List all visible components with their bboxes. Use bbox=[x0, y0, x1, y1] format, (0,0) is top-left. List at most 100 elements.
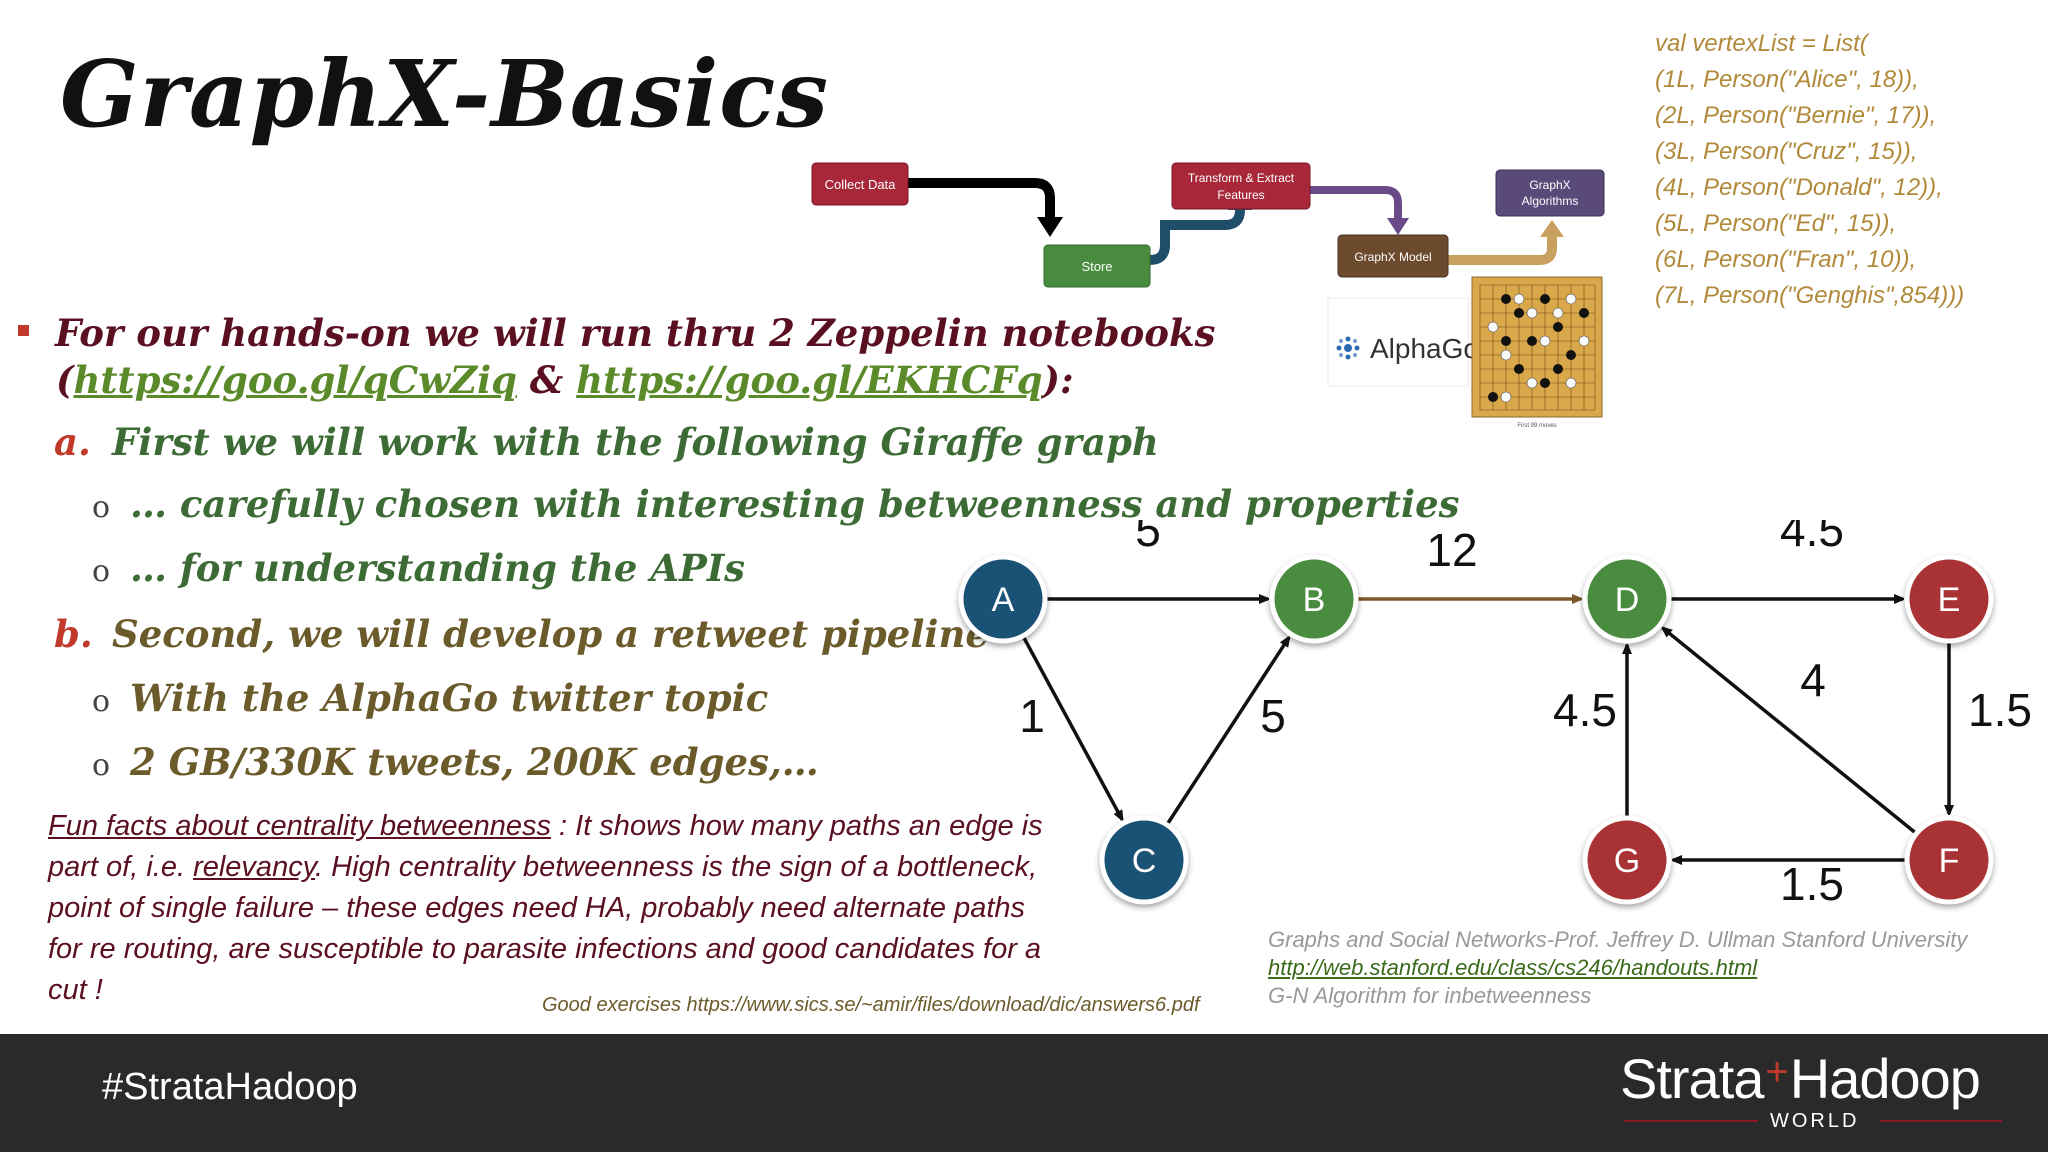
bullet-b-letter: b. bbox=[54, 612, 93, 656]
notebook-link-2[interactable]: https://goo.gl/EKHCFq bbox=[576, 358, 1043, 402]
bullet-b-text: Second, we will develop a retweet pipeli… bbox=[112, 612, 989, 656]
edge-weight-C-B: 5 bbox=[1260, 690, 1286, 742]
credit-line-3: G-N Algorithm for inbetweenness bbox=[1268, 983, 1592, 1008]
graph-credit: Graphs and Social Networks-Prof. Jeffrey… bbox=[1268, 926, 1967, 1010]
pipeline-algorithms-label-1: GraphX bbox=[1529, 178, 1570, 192]
code-line: (2L, Person("Bernie", 17)), bbox=[1655, 102, 1937, 129]
edge-weight-F-D: 4 bbox=[1800, 654, 1826, 706]
sub-marker-icon: o bbox=[92, 684, 111, 719]
edge-weight-G-D: 4.5 bbox=[1553, 684, 1617, 736]
brand-divider-right bbox=[1880, 1120, 2002, 1122]
bullet-main: For our hands-on we will run thru 2 Zepp… bbox=[18, 308, 1215, 358]
alphago-logo-panel bbox=[1327, 297, 1469, 387]
node-D bbox=[1582, 554, 1672, 644]
edge-weight-E-F: 1.5 bbox=[1968, 684, 2032, 736]
bullet-b-sub-2-text: 2 GB/330K tweets, 200K edges,… bbox=[130, 740, 819, 784]
code-line: val vertexList = List( bbox=[1655, 30, 1868, 57]
bullet-a-letter: a. bbox=[54, 420, 91, 464]
node-label-G: G bbox=[1614, 842, 1640, 880]
pipeline-connector bbox=[908, 178, 1055, 220]
bullet-b-sub-1-text: With the AlphaGo twitter topic bbox=[130, 676, 769, 720]
bullet-a-text: First we will work with the following Gi… bbox=[112, 420, 1159, 464]
fun-facts-part2: . High centrality betweenness is the sig… bbox=[48, 851, 1042, 1006]
footer-hashtag: #StrataHadoop bbox=[102, 1066, 358, 1108]
fun-facts-relevancy: relevancy bbox=[193, 851, 316, 883]
bullet-a: a. First we will work with the following … bbox=[54, 420, 1159, 464]
pipeline-collect-label: Collect Data bbox=[825, 177, 897, 192]
code-line: (5L, Person("Ed", 15)), bbox=[1655, 210, 1897, 237]
edge-weight-A-B: 5 bbox=[1135, 520, 1161, 556]
pipeline-algorithms-label-2: Algorithms bbox=[1522, 194, 1579, 208]
node-label-E: E bbox=[1938, 581, 1961, 619]
links-open: ( bbox=[56, 358, 74, 402]
edge-weight-D-E: 4.5 bbox=[1780, 520, 1844, 556]
code-line: (4L, Person("Donald", 12)), bbox=[1655, 174, 1943, 201]
code-line: (1L, Person("Alice", 18)), bbox=[1655, 66, 1919, 93]
edge-F-D bbox=[1663, 628, 1916, 834]
node-E bbox=[1904, 554, 1994, 644]
node-B bbox=[1269, 554, 1359, 644]
sub-marker-icon: o bbox=[92, 490, 111, 525]
brand-plus: + bbox=[1765, 1050, 1788, 1094]
code-block: val vertexList = List( (1L, Person("Alic… bbox=[1655, 26, 1964, 314]
go-board-caption: First 99 moves bbox=[1517, 423, 1556, 429]
code-line: (7L, Person("Genghis",854))) bbox=[1655, 282, 1965, 309]
links-close: ): bbox=[1042, 358, 1074, 402]
edge-C-B bbox=[1166, 638, 1289, 825]
brand-right: Hadoop bbox=[1789, 1047, 1981, 1110]
alphago-logo-icon bbox=[1336, 336, 1360, 360]
edge-weight-F-G: 1.5 bbox=[1780, 858, 1844, 910]
node-A bbox=[958, 554, 1048, 644]
page-title: GraphX-Basics bbox=[60, 40, 830, 148]
bullet-a-sub-1-text: … carefully chosen with interesting betw… bbox=[130, 482, 1460, 526]
node-G bbox=[1582, 815, 1672, 905]
credit-link[interactable]: http://web.stanford.edu/class/cs246/hand… bbox=[1268, 955, 1758, 980]
node-label-F: F bbox=[1939, 842, 1960, 880]
exercises-note: Good exercises https://www.sics.se/~amir… bbox=[542, 994, 1200, 1016]
pipeline-connector bbox=[1448, 235, 1557, 265]
node-label-A: A bbox=[992, 581, 1015, 619]
bullet-a-sub-2-text: … for understanding the APIs bbox=[130, 546, 746, 590]
node-F bbox=[1904, 815, 1994, 905]
pipeline-store-label: Store bbox=[1081, 259, 1112, 274]
pipeline-algorithms-box bbox=[1495, 169, 1605, 217]
pipeline-transform-box bbox=[1171, 162, 1311, 210]
pipeline-connector bbox=[1118, 207, 1245, 265]
bullet-main-text: For our hands-on we will run thru 2 Zepp… bbox=[55, 311, 1216, 355]
strata-hadoop-logo: Strata+Hadoop bbox=[1620, 1046, 1981, 1111]
pipeline-model-label: GraphX Model bbox=[1354, 250, 1431, 264]
edge-A-C bbox=[1022, 636, 1124, 820]
pipeline-diagram: Collect Data Store Transform & Extract F… bbox=[811, 162, 1605, 429]
bullet-a-sub-2: o… for understanding the APIs bbox=[92, 546, 745, 590]
bullet-square-icon bbox=[18, 325, 29, 336]
brand-divider-left bbox=[1624, 1120, 1758, 1122]
bullet-b: b. Second, we will develop a retweet pipe… bbox=[54, 612, 989, 656]
code-line: (6L, Person("Fran", 10)), bbox=[1655, 246, 1917, 273]
notebook-link-1[interactable]: https://goo.gl/qCwZiq bbox=[73, 358, 517, 402]
brand-left: Strata bbox=[1620, 1047, 1764, 1110]
fun-facts-lead: Fun facts about centrality betweenness bbox=[48, 810, 551, 842]
alphago-logo-text: AlphaGo bbox=[1370, 333, 1479, 364]
fun-facts-colon: : bbox=[550, 810, 576, 842]
credit-line-1: Graphs and Social Networks-Prof. Jeffrey… bbox=[1268, 927, 1968, 952]
node-label-C: C bbox=[1132, 842, 1157, 880]
fun-facts: Fun facts about centrality betweenness :… bbox=[48, 806, 1058, 1011]
edge-weight-A-C: 1 bbox=[1019, 690, 1045, 742]
pipeline-transform-label-2: Features bbox=[1217, 188, 1264, 202]
bullet-b-sub-1: o With the AlphaGo twitter topic bbox=[92, 676, 768, 720]
pipeline-arrowhead bbox=[1037, 217, 1063, 237]
pipeline-connector bbox=[1310, 186, 1402, 220]
pipeline-store-box bbox=[1043, 244, 1151, 288]
go-board-image bbox=[1471, 276, 1603, 418]
brand-world: WORLD bbox=[1770, 1110, 1860, 1132]
pipeline-model-box bbox=[1337, 234, 1449, 278]
node-label-D: D bbox=[1615, 581, 1640, 619]
fun-facts-part1: It shows how many paths an edge is part … bbox=[48, 810, 1043, 883]
pipeline-arrowhead bbox=[1387, 218, 1409, 235]
pipeline-collect-box bbox=[811, 162, 909, 206]
bullet-links: (https://goo.gl/qCwZiq & https://goo.gl/… bbox=[56, 358, 1074, 402]
footer-bar bbox=[0, 1034, 2048, 1152]
bullet-a-sub-1: o … carefully chosen with interesting bet… bbox=[92, 482, 1459, 526]
